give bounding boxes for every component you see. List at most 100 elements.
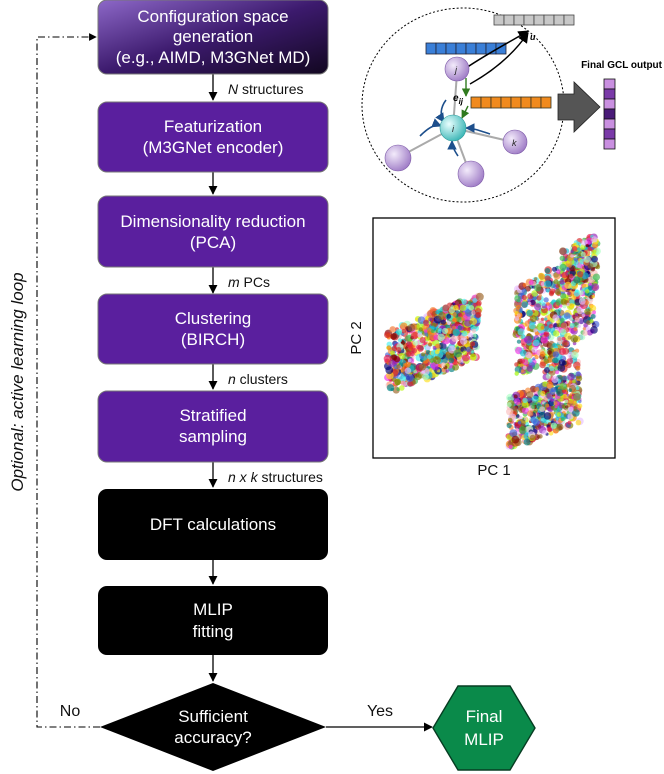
scatter-point: [513, 398, 521, 406]
step-mlip-fitting: [98, 586, 328, 655]
state-vector: [493, 14, 575, 26]
scatter-point: [514, 295, 521, 302]
scatter-point: [553, 272, 561, 280]
scatter-point: [573, 327, 578, 332]
scatter-point: [528, 322, 536, 330]
scatter-point: [475, 292, 484, 301]
scatter-point: [539, 351, 546, 357]
scatter-point: [552, 314, 560, 322]
step-3-line-1: Dimensionality reduction: [120, 212, 305, 231]
scatter-point: [460, 337, 468, 345]
scatter-point: [410, 331, 419, 339]
scatter-point: [570, 254, 574, 258]
step-2-line-2: (M3GNet encoder): [143, 138, 284, 157]
scatter-point: [384, 331, 391, 339]
scatter-point: [577, 403, 583, 409]
scatter-point: [577, 271, 584, 278]
scatter-point: [544, 317, 548, 321]
scatter-point: [469, 353, 477, 360]
scatter-point: [582, 327, 587, 331]
scatter-point: [563, 312, 571, 319]
scatter-point: [575, 365, 581, 371]
scatter-point: [406, 341, 413, 348]
final-line-1: Final: [466, 707, 503, 726]
scatter-point: [529, 434, 536, 441]
scatter-point: [401, 329, 407, 334]
scatter-point: [541, 301, 546, 306]
scatter-point: [418, 327, 423, 332]
scatter-point: [573, 393, 581, 401]
scatter-point: [574, 317, 580, 323]
scatter-point: [587, 263, 594, 269]
step-5-line-1: Stratified: [179, 406, 246, 425]
scatter-point: [590, 314, 596, 319]
scatter-point: [389, 326, 397, 333]
scatter-point: [396, 364, 401, 369]
scatter-point: [514, 362, 519, 367]
scatter-point: [562, 375, 567, 381]
scatter-point: [526, 391, 534, 399]
scatter-point: [578, 297, 586, 305]
scatter-point: [564, 399, 569, 404]
scatter-point: [568, 388, 572, 393]
label-node-j: j: [454, 65, 458, 75]
scatter-point: [518, 415, 523, 420]
scatter-point: [430, 325, 435, 330]
scatter-point: [464, 309, 473, 317]
scatter-point: [552, 357, 558, 364]
scatter-point: [468, 305, 475, 311]
step-2-line-1: Featurization: [164, 117, 262, 136]
scatter-point: [506, 422, 512, 429]
scatter-point: [559, 279, 565, 285]
scatter-point: [547, 350, 552, 355]
scatter-point: [559, 304, 563, 308]
scatter-point: [568, 273, 574, 279]
scatter-point: [564, 332, 572, 341]
scatter-point: [560, 292, 567, 299]
scatter-point: [589, 304, 597, 312]
scatter-point: [515, 427, 519, 431]
scatter-point: [539, 361, 546, 369]
scatter-point: [584, 300, 590, 306]
scatter-point: [471, 328, 476, 333]
atom-bottom: [457, 160, 485, 188]
connector-label-sampled-structures: n x k structures: [228, 469, 323, 485]
scatter-point: [526, 309, 533, 317]
scatter-point: [592, 310, 596, 315]
scatter-point: [585, 243, 589, 248]
scatter-point: [385, 366, 394, 375]
step-configuration-generation: [97, 0, 329, 75]
arrow-edge-to-i: [461, 105, 470, 119]
scatter-point: [390, 333, 397, 340]
scatter-point: [404, 361, 411, 368]
edge-feature-vector: [470, 96, 552, 109]
scatter-point: [532, 339, 540, 347]
scatter-point: [522, 397, 528, 404]
scatter-point: [435, 343, 441, 349]
scatter-point: [516, 339, 522, 344]
scatter-point: [517, 420, 522, 425]
scatter-point: [555, 370, 560, 375]
scatter-point: [553, 401, 558, 406]
scatter-point: [592, 273, 601, 281]
scatter-point: [438, 327, 442, 332]
scatter-point: [552, 266, 557, 272]
scatter-point: [475, 312, 482, 318]
scatter-point: [470, 341, 476, 347]
scatter-point: [531, 395, 539, 403]
scatter-point: [591, 255, 598, 263]
scatter-point: [569, 322, 575, 329]
scatter-point: [424, 329, 428, 333]
scatter-point: [468, 320, 473, 325]
scatter-point: [521, 343, 525, 347]
scatter-point: [556, 269, 561, 274]
scatter-point: [405, 351, 412, 357]
scatter-point: [540, 344, 544, 348]
scatter-point: [513, 394, 518, 399]
step-7-line-2: fitting: [193, 622, 234, 641]
scatter-point: [559, 255, 566, 262]
scatter-point: [528, 358, 533, 363]
step-1-line-1: Configuration space: [137, 7, 288, 26]
scatter-point: [549, 365, 555, 371]
